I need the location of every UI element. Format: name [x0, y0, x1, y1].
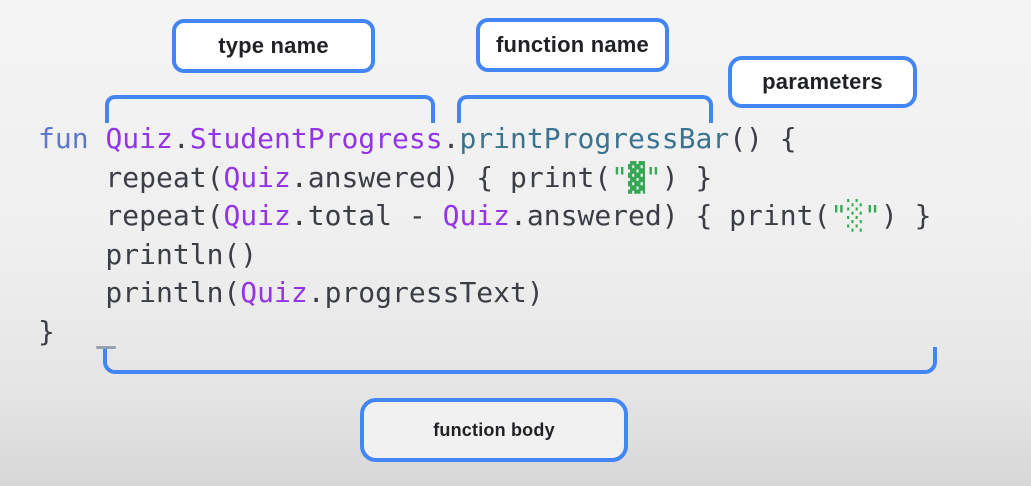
code-token: Quiz [240, 276, 308, 309]
code-token: .answered) { print( [510, 199, 831, 232]
code-token: "░" [830, 199, 881, 232]
parameters-label: parameters [728, 56, 917, 108]
type-name-span-bracket [105, 95, 435, 123]
type-name-label-text: type name [218, 33, 329, 58]
function-body-label: function body [360, 398, 628, 462]
code-line: fun Quiz.StudentProgress.printProgressBa… [38, 120, 931, 159]
function-name-span-bracket [457, 95, 713, 123]
code-line: repeat(Quiz.total - Quiz.answered) { pri… [38, 197, 931, 236]
code-token: repeat( [38, 160, 224, 194]
code-token: Quiz [223, 199, 291, 232]
code-line: } [38, 313, 931, 352]
type-name-label: type name [172, 19, 375, 73]
parameters-label-text: parameters [762, 69, 883, 94]
code-token: .answered) { print( [290, 160, 612, 194]
code-token: . [172, 122, 190, 155]
code-token: Quiz [442, 199, 511, 232]
function-name-label-text: function name [496, 32, 649, 57]
code-token: ) } [880, 199, 932, 232]
function-body-label-text: function body [433, 419, 555, 440]
code-token: println( [38, 276, 241, 309]
function-body-span-bracket [96, 346, 937, 374]
code-token: fun [38, 122, 106, 155]
code-token: .progressText) [307, 276, 544, 309]
code-token: repeat( [38, 199, 224, 232]
code-token: Quiz [105, 122, 173, 155]
code-token: () { [729, 122, 797, 155]
function-name-label: function name [476, 18, 669, 72]
code-block: fun Quiz.StudentProgress.printProgressBa… [38, 120, 931, 351]
code-token: .total - [290, 199, 443, 232]
code-token: "▓" [611, 160, 662, 194]
code-token: Quiz [223, 160, 291, 194]
code-token: printProgressBar [459, 122, 730, 155]
code-token: StudentProgress [189, 122, 443, 155]
code-token: } [38, 314, 55, 348]
code-line: println() [38, 236, 931, 275]
code-token: . [442, 122, 460, 155]
code-token: ) } [661, 160, 713, 194]
code-token: println() [38, 237, 258, 271]
code-line: println(Quiz.progressText) [38, 274, 931, 313]
code-line: repeat(Quiz.answered) { print("▓") } [38, 159, 931, 198]
